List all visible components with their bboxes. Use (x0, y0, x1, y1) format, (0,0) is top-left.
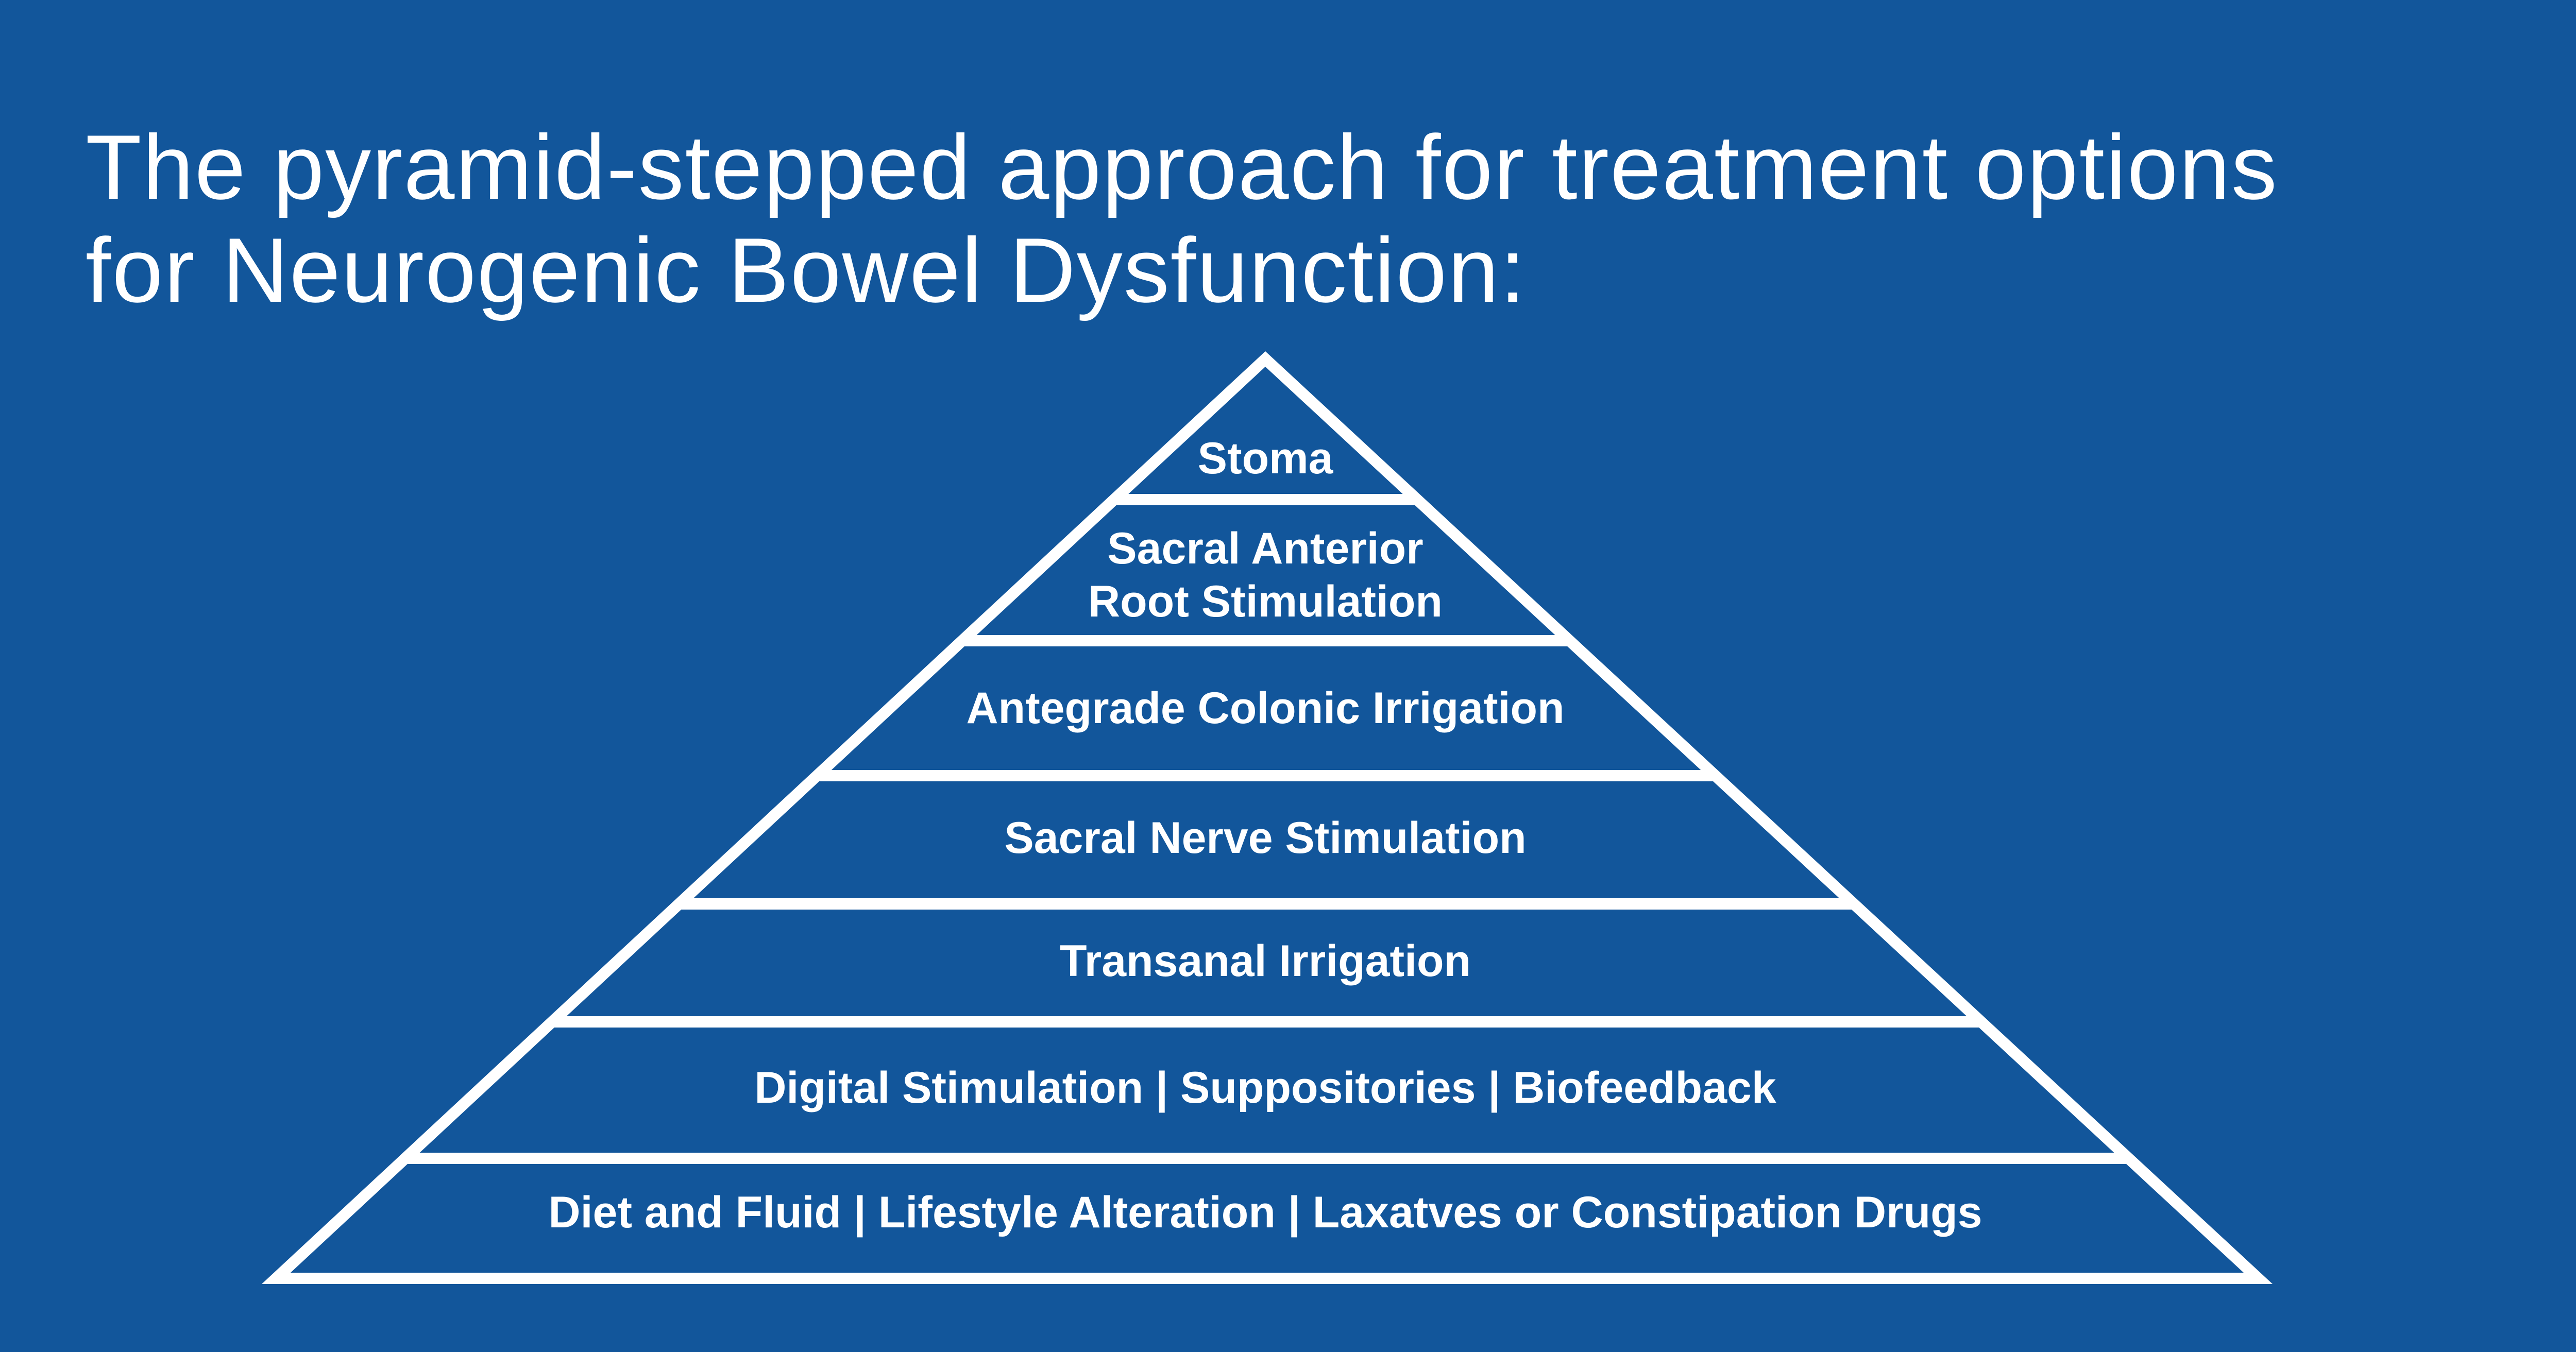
level-diet-and-fluid: Diet and Fluid | Lifestyle Alteration | … (549, 1188, 1982, 1237)
level-sacral-anterior-line2: Root Stimulation (1088, 577, 1443, 626)
title-line-2: for Neurogenic Bowel Dysfunction: (86, 219, 1527, 321)
level-antegrade-colonic-irrigation: Antegrade Colonic Irrigation (966, 683, 1564, 733)
pyramid-outline (262, 351, 2273, 1284)
level-sacral-anterior-line1: Sacral Anterior (1107, 524, 1423, 573)
level-digital-stimulation: Digital Stimulation | Suppositories | Bi… (754, 1063, 1776, 1113)
level-transanal-irrigation: Transanal Irrigation (1060, 936, 1471, 986)
page-title: The pyramid-stepped approach for treatme… (86, 116, 2278, 322)
title-line-1: The pyramid-stepped approach for treatme… (86, 116, 2278, 218)
level-sacral-nerve-stimulation: Sacral Nerve Stimulation (1004, 813, 1526, 863)
level-stoma: Stoma (1198, 434, 1334, 483)
